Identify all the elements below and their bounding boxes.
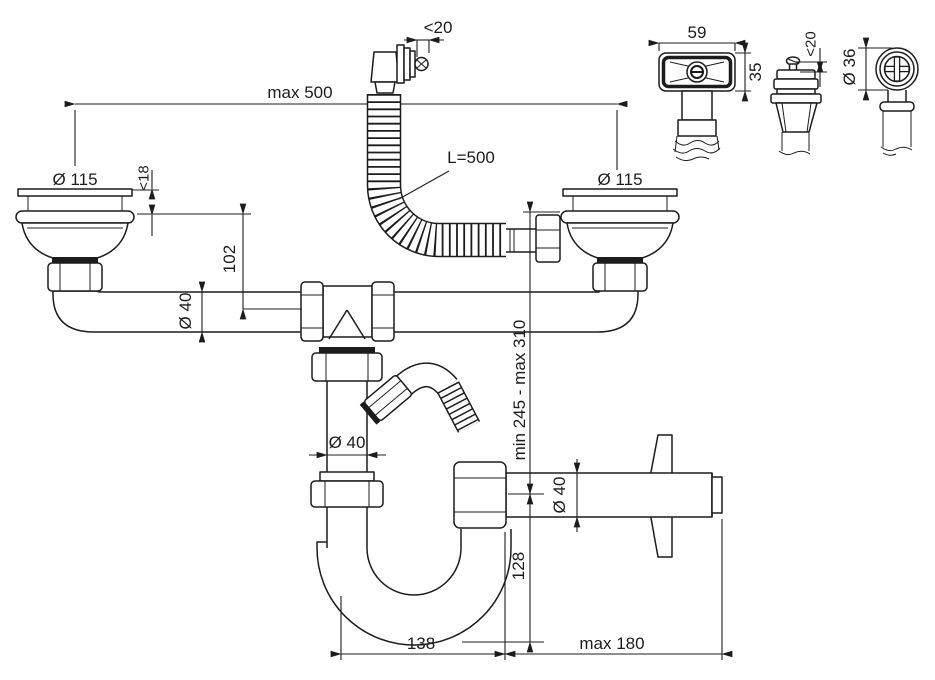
dim-label-max-180: max 180 xyxy=(579,634,644,653)
dim-label-lt20-top: <20 xyxy=(424,18,453,37)
dimension-overflow-knob: <20 xyxy=(404,18,452,57)
dim-label-lt20-plug: <20 xyxy=(802,31,819,56)
dimension-layer: max 500 <20 Ø 115 Ø 115 <18 102 Ø 40 L=5… xyxy=(52,18,733,660)
p-trap xyxy=(316,529,512,646)
detail-round-overflow: Ø 36 xyxy=(840,37,919,156)
dimension-flange-thickness: <18 xyxy=(132,165,159,236)
right-sink-strainer xyxy=(560,188,680,292)
dimension-pipe-diameter-left: Ø 40 xyxy=(176,281,206,343)
flow-direction-triangle xyxy=(328,309,366,340)
dimension-outlet-height: min 245 - max 310 xyxy=(508,201,560,505)
dim-label-d40-outlet: Ø 40 xyxy=(550,477,569,514)
hose-length-callout: L=500 xyxy=(398,148,495,200)
seal-ring xyxy=(597,257,643,263)
dim-label-l500: L=500 xyxy=(447,148,495,167)
pipe-union-nut-left xyxy=(300,281,324,342)
dim-label-59: 59 xyxy=(688,23,707,42)
dim-label-138: 138 xyxy=(407,634,435,653)
dim-label-128: 128 xyxy=(509,552,528,580)
outlet-union-nut xyxy=(453,461,507,529)
dim-label-35: 35 xyxy=(746,63,765,82)
branch-nut xyxy=(359,375,412,425)
dim-label-102: 102 xyxy=(220,245,239,273)
strainer-bowl xyxy=(21,222,129,262)
dimension-bottom: 138 max 180 xyxy=(330,519,733,660)
overflow-elbow xyxy=(370,44,429,94)
horizontal-pipe-right xyxy=(392,289,639,333)
dim-label-max-500: max 500 xyxy=(267,83,332,102)
detail-plug: <20 xyxy=(770,31,827,156)
dim-label-d40-branch: Ø 40 xyxy=(329,433,366,452)
dimension-outlet-diameter: Ø 40 xyxy=(550,459,581,532)
dim-label-min245-max310: min 245 - max 310 xyxy=(510,320,529,461)
corrugated-overflow-hose xyxy=(366,94,506,258)
left-sink-strainer xyxy=(15,188,135,292)
outlet-pipe xyxy=(505,472,723,518)
trap-inlet-pipe xyxy=(310,381,384,548)
dim-label-d40-left: Ø 40 xyxy=(176,293,195,330)
strainer-bowl xyxy=(566,222,674,262)
dimension-128: 128 xyxy=(462,483,544,653)
dim-label-right-drain: Ø 115 xyxy=(597,170,642,189)
dim-label-lt18: <18 xyxy=(135,165,152,190)
seal-ring xyxy=(319,347,375,353)
dimension-102: 102 xyxy=(137,203,302,320)
dimension-pipe-diameter-branch: Ø 40 xyxy=(309,433,386,459)
dim-label-left-drain: Ø 115 xyxy=(52,170,97,189)
overflow-inlet-fitting xyxy=(504,214,561,263)
seal-ring xyxy=(52,257,98,263)
detail-rect-overflow: 59 35 xyxy=(648,23,765,162)
dishwasher-connection xyxy=(359,362,481,433)
dim-label-d36: Ø 36 xyxy=(840,49,859,86)
strainer-nut xyxy=(592,262,648,292)
dimension-max-500 xyxy=(64,100,628,170)
strainer-nut xyxy=(47,262,103,292)
tee-junction xyxy=(311,285,383,382)
pipe-union-nut-right xyxy=(371,281,395,342)
